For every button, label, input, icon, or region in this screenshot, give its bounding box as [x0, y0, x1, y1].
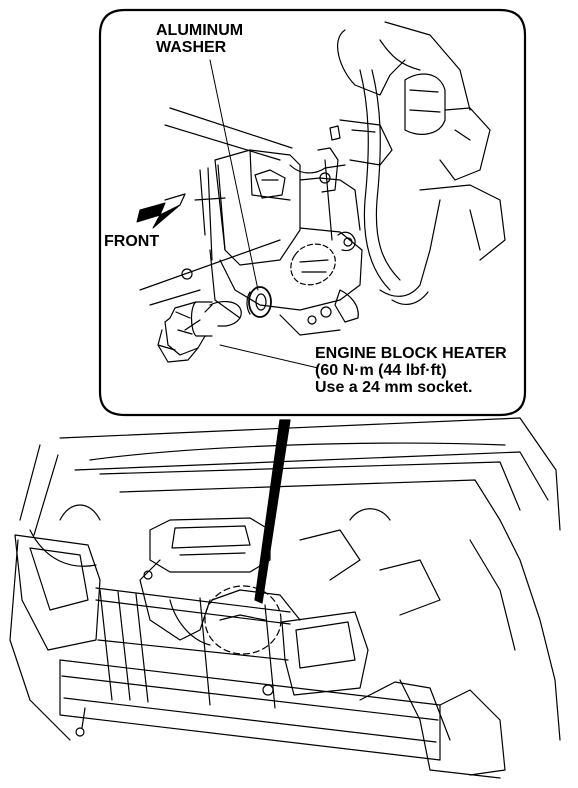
inset-panel: [98, 8, 527, 417]
washer-leader: [209, 59, 259, 291]
heater-label-line-1: ENGINE BLOCK HEATER: [315, 345, 507, 362]
front-label: FRONT: [104, 233, 160, 250]
engine-block-heater: [157, 301, 242, 363]
left-headlight: [14, 534, 101, 651]
heater-location-circle: [204, 585, 282, 655]
callout-pointer: [254, 419, 291, 604]
heater-label: ENGINE BLOCK HEATER (60 N·m (44 lbf·ft) …: [315, 345, 507, 396]
washer-label: ALUMINUM WASHER: [156, 22, 243, 56]
washer-label-line-2: WASHER: [156, 39, 227, 56]
intake-manifold: [149, 517, 271, 573]
heater-label-line-3: Use a 24 mm socket.: [315, 379, 473, 396]
vehicle-front-view: [9, 417, 561, 779]
front-arrow-icon: [136, 202, 181, 229]
front-bumper: [59, 659, 441, 761]
aluminum-washer: [248, 286, 272, 318]
heater-leader: [219, 344, 319, 369]
heater-label-line-2: (60 N·m (44 lbf·ft): [315, 362, 447, 379]
right-headlight: [281, 611, 369, 696]
washer-label-line-1: ALUMINUM: [156, 22, 244, 39]
